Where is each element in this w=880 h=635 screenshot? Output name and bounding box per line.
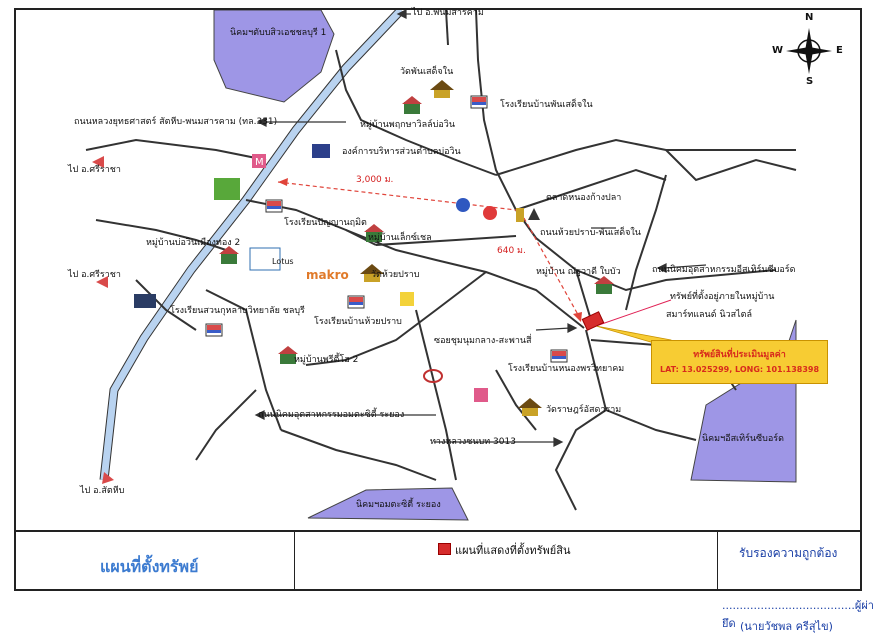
svg-text:M: M [255,157,264,168]
legend-property-swatch [438,543,451,555]
label-road-331: ถนนหลวงยุทธศาสตร์ สัตหีบ-พนมสารคาม (ทล.3… [74,117,278,127]
compass-e: E [836,45,843,56]
label-to-sriracha-1: ไป อ.ศรีราชา [68,165,121,175]
label-to-sattahip: ไป อ.สัตหีบ [80,486,125,496]
label-tambon-office: องค์การบริหารส่วนตำบลบ่อวิน [342,147,461,157]
school-icon [470,95,488,109]
label-road-eastern-seaboard: ถนนนิคมอุตสาหกรรมอีสเทิร์นซีบอร์ด [652,265,796,275]
zone-wellgrow [213,10,335,103]
label-village-lex: หมู่บ้านเล็กซ์เชล [368,233,432,243]
compass-s: S [806,76,814,87]
location-map: M [85,10,797,521]
label-village-pluak: หมู่บ้านพฤกษาวิลล์บ่อวิน [360,120,456,130]
village-icon [219,246,239,264]
village-icon [278,346,298,364]
school-icon [265,199,283,213]
label-wat-phan-sadet: วัดพันเสด็จใน [400,67,454,77]
signer-name: (นายวัชพล ครีสุไข) [740,620,833,633]
label-soi-chumnum: ซอยชุมนุมกลาง-สะพานสี่ [434,336,532,346]
footer-divider [294,532,295,589]
label-smart-land: สมาร์ทแลนด์ นิวสไตล์ [666,310,753,320]
label-lotus: Lotus [272,257,294,266]
label-village-pretty: หมู่บ้านพรีตี้โฮ 2 [294,355,359,365]
office-icon [312,144,330,158]
label-estate-pinthong: นิคมฯตับบสิวเอชชลบุรี 1 [230,28,327,38]
label-distance-3000: 3,000 ม. [356,175,394,185]
village-icon [402,96,422,114]
label-makro: makro [306,268,349,282]
hospital-icon: M [252,154,266,168]
label-village-bowin: หมู่บ้านบ่อวินเมืองทอง 2 [146,238,241,248]
label-to-sriracha-2: ไป อ.ศรีราชา [68,270,121,280]
certify-text: รับรองความถูกต้อง [739,546,838,560]
school-icon [205,323,223,337]
label-road-amata: ถนนนิคมอุตสาหกรรมอมตะซิตี้ ระยอง [258,410,405,420]
label-road-3013: ทางหลวงชนบท 3013 [430,437,516,447]
temple-icon [518,398,542,416]
school-icon [550,349,568,363]
temple-icon [360,264,384,282]
compass-w: W [772,45,784,56]
label-estate-eastern: นิคมฯอีสเทิร์นซีบอร์ด [702,434,784,444]
village-icon [594,276,614,294]
label-to-phanom: ไป อ.พนมสารคาม [412,8,484,18]
tesco-icon [134,294,156,308]
label-school-suan-kulab: โรงเรียนสวนกุหลาบวิทยาลัย ชลบุรี [170,306,305,316]
label-wat-rat: วัดราษฎร์อัสดาราม [546,405,622,415]
distance-line-3000 [277,181,517,211]
property-marker [581,311,605,331]
legend-property-label: แผนที่แสดงที่ตั้งทรัพย์สิน [455,544,571,557]
signer-line: ......................................ผู… [722,599,874,630]
village-icon [364,224,384,242]
tower-icon [528,208,540,220]
property-coordinates: LAT: 13.025299, LONG: 101.138398 [659,365,820,374]
property-info-box: ทรัพย์สินที่ประเมินมูลค่า LAT: 13.025299… [651,340,828,384]
label-school-panya: โรงเรียนปัญญานฤมิต [284,218,367,228]
lotus-icon [249,247,281,271]
footer-divider [717,532,718,589]
label-wat-huai-prab: วัดห้วยปราบ [371,270,420,280]
police-icon [456,198,470,212]
label-distance-640: 640 ม. [497,246,526,256]
landmark-icons: M [134,80,614,416]
compass-icon [786,28,832,74]
compass-n: N [805,12,814,23]
label-market: ตลาดหนองก้างปลา [546,193,622,203]
school-icon [347,295,365,309]
map-footer [14,530,862,593]
label-property-in-village: ทรัพย์ที่ตั้งอยู่ภายในหมู่บ้าน [670,292,775,302]
label-school-phan-sadet: โรงเรียนบ้านพันเสด็จใน [500,100,593,110]
footer-title: แผนที่ตั้งทรัพย์ [100,557,199,576]
compass-rose: N S E W [772,12,846,88]
bigc-icon [214,178,240,200]
label-school-nong-prue: โรงเรียนบ้านหนองพรวิทยาคม [508,364,625,374]
gas-icon [483,206,497,220]
shop-icon [400,292,414,306]
zone-amata [307,487,469,521]
toyota-icon [423,369,443,383]
hospital-icon [474,388,488,402]
label-school-huai-prab: โรงเรียนบ้านห้วยปราบ [314,317,402,327]
temple-icon [430,80,454,98]
property-info-title: ทรัพย์สินที่ประเมินมูลค่า [693,350,786,360]
distance-line-640 [523,217,582,321]
label-village-natthawadee: หมู่บ้าน ณัฐวาดี ใบบัว [536,267,621,277]
label-road-huai-prab: ถนนห้วยปราบ-พันเสด็จใน [540,228,641,238]
market-icon [516,208,524,222]
label-estate-amata: นิคมฯอมตะซิตี้ ระยอง [356,500,441,510]
